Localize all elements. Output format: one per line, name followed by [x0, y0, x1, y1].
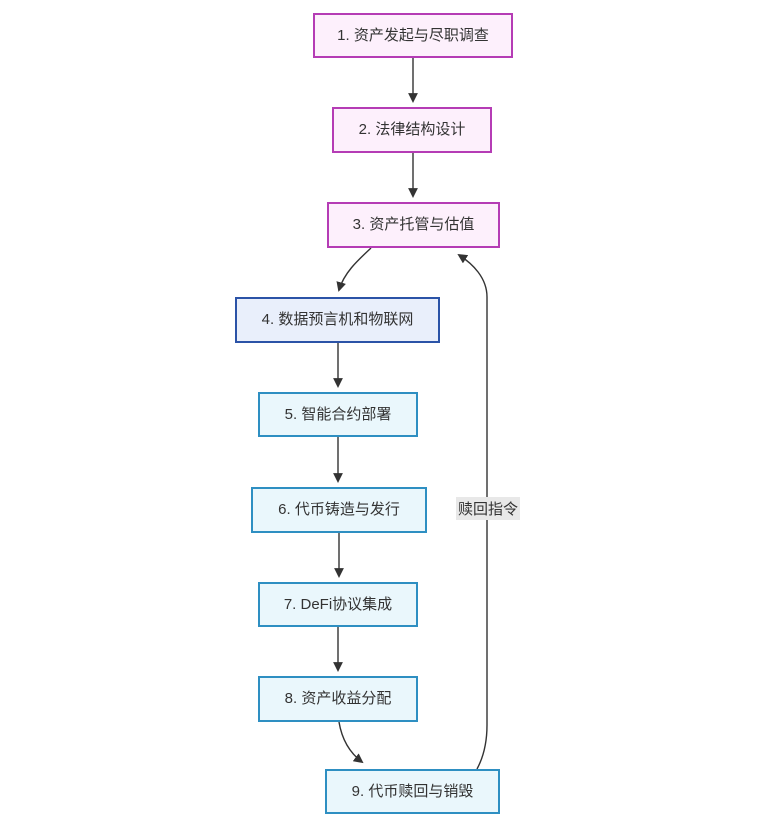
flow-node-9-label: 9. 代币赎回与销毁	[351, 782, 474, 800]
flow-node-9-token-redemption: 9. 代币赎回与销毁	[325, 769, 500, 814]
flow-node-2-label: 2. 法律结构设计	[358, 121, 466, 138]
flow-node-3-asset-custody: 3. 资产托管与估值	[327, 202, 500, 248]
flow-node-3-label: 3. 资产托管与估值	[352, 216, 475, 233]
flow-node-4-label: 4. 数据预言机和物联网	[261, 311, 414, 328]
flow-node-8-yield-distribution: 8. 资产收益分配	[258, 676, 418, 722]
edge-label-redemption-order: 赎回指令	[456, 497, 521, 520]
flow-node-7-defi-integration: 7. DeFi协议集成	[258, 582, 418, 627]
flow-node-6-token-minting: 6. 代币铸造与发行	[251, 487, 427, 533]
flow-node-1-asset-origination: 1. 资产发起与尽职调查	[313, 13, 513, 58]
flow-node-6-label: 6. 代币铸造与发行	[278, 501, 400, 518]
flow-node-1-label: 1. 资产发起与尽职调查	[337, 26, 489, 44]
edge-3-4	[336, 247, 372, 292]
flow-node-8-label: 8. 资产收益分配	[284, 690, 392, 707]
flow-node-7-label: 7. DeFi协议集成	[283, 595, 393, 613]
flow-node-2-legal-structure: 2. 法律结构设计	[332, 107, 492, 153]
flow-node-5-smart-contract: 5. 智能合约部署	[258, 392, 418, 437]
flow-node-5-label: 5. 智能合约部署	[284, 405, 392, 423]
edge-8-9	[338, 721, 364, 764]
flow-node-4-oracle-iot: 4. 数据预言机和物联网	[235, 297, 440, 343]
